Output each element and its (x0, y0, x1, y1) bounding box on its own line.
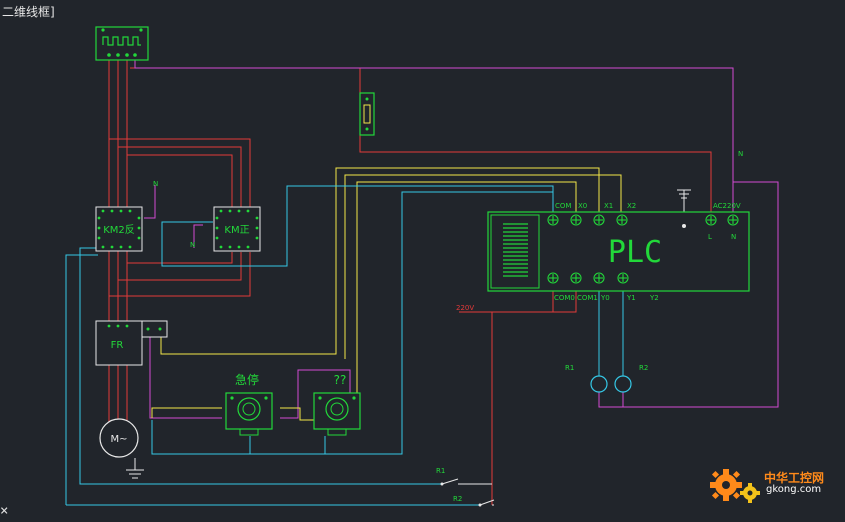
motor-label: M~ (110, 434, 127, 445)
plc-unit: PLC COM X0 X1 X2 AC220V L N COM0 COM1 Y0… (487, 202, 750, 302)
overload-label: FR (111, 340, 124, 351)
motor: M~ (99, 418, 139, 458)
plc-input-terminals (547, 214, 739, 226)
plc-terminal-x2: X2 (627, 202, 636, 210)
plc-terminal-y2: Y2 (649, 294, 659, 302)
push-button-2-label: ?? (334, 373, 347, 387)
switch-r1-label: R1 (436, 467, 445, 475)
push-button-2: ?? (313, 373, 361, 436)
supply-voltage-label: 220V (456, 304, 474, 312)
estop-button: 急停 (225, 372, 273, 436)
plc-ground-point (682, 224, 686, 228)
indicator-lamp-r1: R1 (565, 364, 608, 393)
switch-r1-contact (440, 482, 444, 486)
plc-terminal-y1: Y1 (626, 294, 636, 302)
viewport-title: 二维线框] (2, 5, 55, 19)
plc-output-terminals (547, 272, 629, 284)
indicator-r2-label: R2 (639, 364, 648, 372)
plc-terminal-com0: COM0 (554, 294, 575, 302)
indicator-r1-label: R1 (565, 364, 574, 372)
plc-terminal-x1: X1 (604, 202, 613, 210)
plc-label: PLC (608, 235, 662, 270)
indicator-lamp-r2: R2 (614, 364, 648, 393)
plc-terminal-com1: COM1 (577, 294, 598, 302)
neutral-label-top: N (153, 180, 158, 188)
km-forward-contactor: KM正 (213, 206, 261, 252)
neutral-label-right: N (738, 150, 743, 158)
watermark-site-name: 中华工控网 (764, 471, 825, 485)
wires-cyan (65, 185, 624, 506)
overload-relay: FR (95, 320, 168, 366)
wires-red (108, 60, 712, 505)
gear-logo-icon (710, 469, 760, 503)
plc-terminal-ac220v: AC220V (713, 202, 741, 210)
watermark: 中华工控网 gkong.com (706, 461, 841, 506)
km-reverse-label: KM2反 (103, 224, 135, 236)
estop-label: 急停 (235, 372, 259, 387)
watermark-url: gkong.com (766, 484, 822, 495)
plc-terminal-n: N (731, 233, 736, 241)
switch-r2-contact (478, 503, 482, 507)
switch-r2-label: R2 (453, 495, 462, 503)
wires-yellow (151, 167, 622, 421)
plc-terminal-l: L (708, 233, 712, 241)
neutral-label-left: N (190, 241, 195, 249)
km-forward-label: KM正 (224, 225, 249, 236)
plc-terminal-com: COM (555, 202, 571, 210)
plc-terminal-x0: X0 (578, 202, 587, 210)
plc-terminal-y0: Y0 (600, 294, 610, 302)
plc-heatsink (503, 223, 528, 277)
fuse (359, 92, 375, 136)
km-reverse-contactor: KM2反 (95, 206, 143, 252)
wires-white (126, 189, 691, 506)
ucs-cursor-icon: × (0, 503, 9, 519)
main-breaker (95, 26, 149, 61)
wires-magenta (134, 60, 779, 419)
